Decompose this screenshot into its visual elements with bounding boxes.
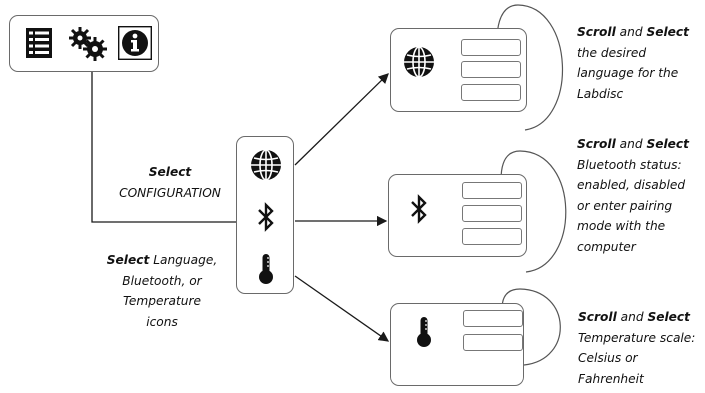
bluetooth-instruction: Scroll and Select Bluetooth status: enab…	[577, 137, 689, 254]
bluetooth-scroll-loop	[500, 150, 567, 273]
globe-icon	[251, 149, 281, 181]
arrow-to-temperature	[294, 275, 390, 342]
temperature-option-slot[interactable]	[463, 310, 523, 327]
language-option-slot[interactable]	[461, 61, 521, 78]
bluetooth-option-slot[interactable]	[462, 182, 522, 199]
temperature-scroll-loop	[501, 288, 561, 366]
select-icons-text: Select Language, Bluetooth, or Temperatu…	[106, 253, 218, 329]
select-configuration-text: Select CONFIGURATION	[108, 162, 232, 203]
thermometer-icon	[259, 254, 273, 284]
temperature-box	[390, 303, 524, 386]
bluetooth-option-slot[interactable]	[462, 228, 522, 245]
globe-icon	[404, 46, 434, 78]
gears-icon	[69, 27, 107, 61]
info-icon	[118, 26, 152, 60]
language-scroll-loop	[496, 4, 563, 131]
bluetooth-option-slot[interactable]	[462, 205, 522, 222]
bluetooth-icon	[258, 202, 274, 232]
temperature-option-slot[interactable]	[463, 334, 523, 351]
language-box	[390, 28, 527, 112]
bluetooth-icon	[411, 194, 427, 224]
configuration-word: CONFIGURATION	[119, 185, 221, 200]
thermometer-icon	[417, 317, 431, 347]
configuration-icons-box	[236, 136, 294, 294]
main-menu-box	[9, 15, 159, 72]
language-instruction: Scroll and Select the desired language f…	[577, 25, 689, 101]
language-option-slot[interactable]	[461, 39, 521, 56]
list-menu-icon	[26, 28, 52, 58]
select-word-2: Select	[106, 253, 150, 267]
temperature-instruction: Scroll and Select Temperature scale: Cel…	[578, 310, 696, 386]
config-connector	[91, 72, 236, 223]
arrow-to-language	[294, 73, 389, 166]
bluetooth-box	[388, 174, 527, 257]
language-option-slot[interactable]	[461, 84, 521, 101]
select-word: Select	[148, 165, 192, 179]
